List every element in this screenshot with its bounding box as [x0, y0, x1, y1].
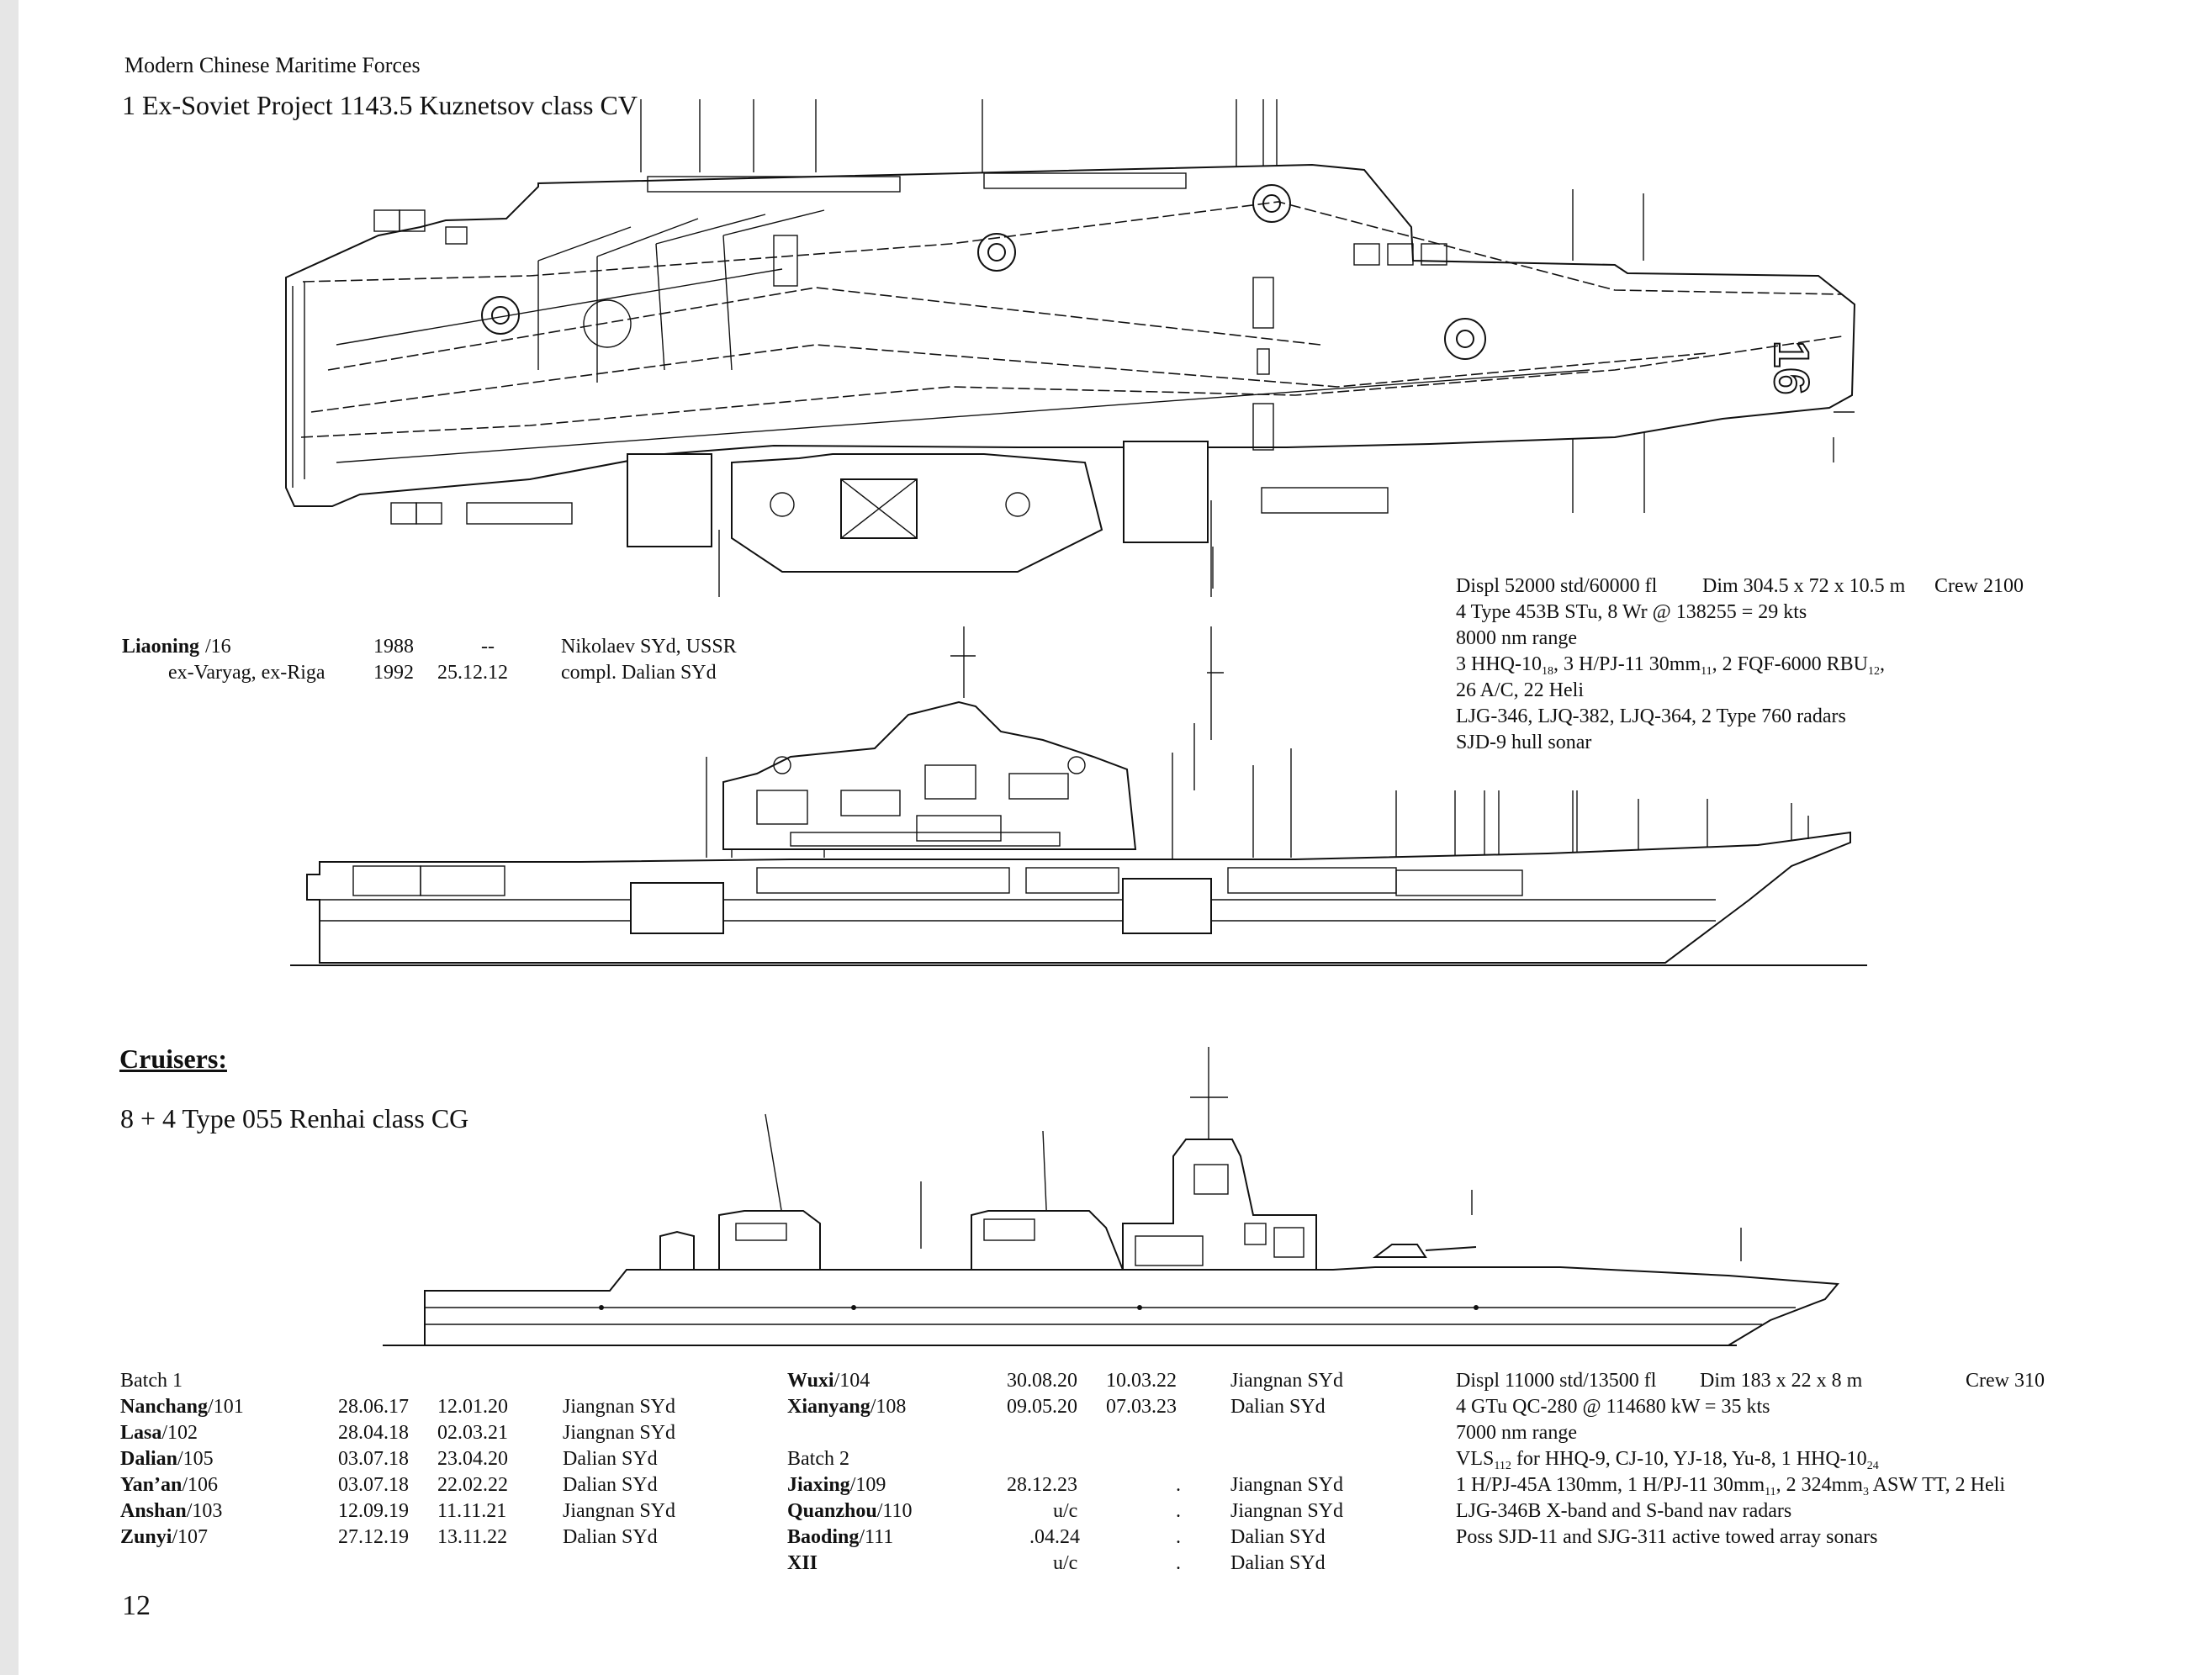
cruiser-row-date1: 03.07.18 — [338, 1448, 409, 1470]
cruiser-row-date1: 09.05.20 — [1007, 1396, 1077, 1418]
cruiser-row-yard: Jiangnan SYd — [1230, 1500, 1343, 1522]
carrier-spec-armament: 3 HHQ-1018, 3 H/PJ-11 30mm11, 2 FQF-6000… — [1456, 653, 1885, 678]
page-number: 12 — [122, 1590, 151, 1621]
carrier-ship-name: Liaoning — [122, 636, 200, 658]
cruiser-class-heading: 8 + 4 Type 055 Renhai class CG — [120, 1103, 469, 1133]
carrier-profile-drawing — [290, 626, 1867, 966]
cruiser-spec-armament: 1 H/PJ-45A 130mm, 1 H/PJ-11 30mm11, 2 32… — [1456, 1474, 2005, 1498]
carrier-ship-yard: Nikolaev SYd, USSR — [561, 636, 737, 658]
carrier-spec-sonar: SJD-9 hull sonar — [1456, 732, 1592, 753]
cruiser-spec-dim: Dim 183 x 22 x 8 m — [1700, 1370, 1863, 1392]
page-gutter — [0, 0, 19, 1675]
carrier-spec-crew: Crew 2100 — [1934, 575, 2024, 597]
carrier-ship-yard: compl. Dalian SYd — [561, 662, 717, 684]
cruiser-row-yard: Dalian SYd — [1230, 1526, 1326, 1548]
carrier-class-heading: 1 Ex-Soviet Project 1143.5 Kuznetsov cla… — [122, 90, 638, 120]
cruiser-row-yard: Jiangnan SYd — [1230, 1474, 1343, 1496]
carrier-plan-drawing: 16 — [285, 99, 1856, 597]
carrier-ship-date2: 25.12.12 — [437, 662, 508, 684]
cruiser-row-yard: Dalian SYd — [563, 1474, 658, 1496]
carrier-spec-displ: Displ 52000 std/60000 fl — [1456, 575, 1658, 597]
cruiser-row-date2: 13.11.22 — [437, 1526, 508, 1548]
cruiser-row-yard: Dalian SYd — [1230, 1552, 1326, 1574]
carrier-ship-name: ex-Varyag, ex-Riga — [168, 662, 325, 684]
batch1-label: Batch 1 — [120, 1370, 183, 1392]
cruiser-row-date2: . — [1176, 1526, 1181, 1548]
cruiser-spec-propulsion: 4 GTu QC-280 @ 114680 kW = 35 kts — [1456, 1396, 1770, 1418]
cruiser-row-yard: Jiangnan SYd — [1230, 1370, 1343, 1392]
cruiser-row-date2: . — [1176, 1552, 1181, 1574]
cruiser-row: Nanchang/101 — [120, 1396, 244, 1418]
cruiser-row-date1: 12.09.19 — [338, 1500, 409, 1522]
cruiser-row: Wuxi/104 — [787, 1370, 871, 1392]
hull-number-marking: 16 — [1764, 341, 1818, 395]
cruiser-row: Yan’an/106 — [120, 1474, 219, 1496]
carrier-spec-range: 8000 nm range — [1456, 627, 1577, 649]
cruiser-row-date1: 28.04.18 — [338, 1422, 409, 1444]
carrier-ship-date1: 1992 — [373, 662, 414, 684]
cruiser-row-yard: Dalian SYd — [563, 1448, 658, 1470]
cruiser-row-date1: .04.24 — [1029, 1526, 1080, 1548]
section-title-cruisers: Cruisers: — [119, 1044, 227, 1074]
cruiser-profile-drawing — [383, 1047, 1840, 1346]
cruiser-row: Zunyi/107 — [120, 1526, 209, 1548]
cruiser-row-date2: 22.02.22 — [437, 1474, 508, 1496]
cruiser-row-yard: Jiangnan SYd — [563, 1500, 675, 1522]
cruiser-row: Anshan/103 — [120, 1500, 223, 1522]
cruiser-row-date2: 02.03.21 — [437, 1422, 508, 1444]
running-header: Modern Chinese Maritime Forces — [124, 53, 421, 77]
cruiser-row: Quanzhou/110 — [787, 1500, 913, 1522]
cruiser-row-date1: 27.12.19 — [338, 1526, 409, 1548]
carrier-spec-radars: LJG-346, LJQ-382, LJQ-364, 2 Type 760 ra… — [1456, 705, 1846, 727]
carrier-spec-aircraft: 26 A/C, 22 Heli — [1456, 679, 1585, 701]
cruiser-row: Xianyang/108 — [787, 1396, 907, 1418]
carrier-ship-pennant: /16 — [205, 636, 231, 658]
cruiser-row: Lasa/102 — [120, 1422, 198, 1444]
cruiser-row: Jiaxing/109 — [787, 1474, 886, 1496]
carrier-spec-dim: Dim 304.5 x 72 x 10.5 m — [1702, 575, 1906, 597]
cruiser-spec-vls: VLS112 for HHQ-9, CJ-10, YJ-18, Yu-8, 1 … — [1456, 1448, 1879, 1472]
cruiser-spec-displ: Displ 11000 std/13500 fl — [1456, 1370, 1657, 1392]
cruiser-row-date1: u/c — [1053, 1552, 1078, 1574]
cruiser-row-yard: Jiangnan SYd — [563, 1422, 675, 1444]
cruiser-row-date2: 10.03.22 — [1106, 1370, 1177, 1392]
carrier-ship-date2: -- — [481, 636, 495, 658]
cruiser-spec-radars: LJG-346B X-band and S-band nav radars — [1456, 1500, 1792, 1522]
cruiser-row-date1: 28.12.23 — [1007, 1474, 1077, 1496]
cruiser-row-date1: u/c — [1053, 1500, 1078, 1522]
cruiser-row-date1: 30.08.20 — [1007, 1370, 1077, 1392]
cruiser-spec-crew: Crew 310 — [1966, 1370, 2045, 1392]
cruiser-row-yard: Dalian SYd — [563, 1526, 658, 1548]
carrier-spec-propulsion: 4 Type 453B STu, 8 Wr @ 138255 = 29 kts — [1456, 601, 1807, 623]
cruiser-row-date2: 12.01.20 — [437, 1396, 508, 1418]
cruiser-spec-sonar: Poss SJD-11 and SJG-311 active towed arr… — [1456, 1526, 1878, 1548]
cruiser-row-date2: 07.03.23 — [1106, 1396, 1177, 1418]
batch2-label: Batch 2 — [787, 1448, 849, 1470]
cruiser-row-date2: 11.11.21 — [437, 1500, 507, 1522]
cruiser-row-date2: 23.04.20 — [437, 1448, 508, 1470]
cruiser-row-yard: Jiangnan SYd — [563, 1396, 675, 1418]
cruiser-row: Dalian/105 — [120, 1448, 214, 1470]
cruiser-spec-range: 7000 nm range — [1456, 1422, 1577, 1444]
cruiser-row: Baoding/111 — [787, 1526, 894, 1548]
cruiser-row: XII — [787, 1552, 818, 1574]
carrier-ship-date1: 1988 — [373, 636, 414, 658]
cruiser-row-date1: 28.06.17 — [338, 1396, 409, 1418]
cruiser-row-date2: . — [1176, 1474, 1181, 1496]
cruiser-row-date2: . — [1176, 1500, 1181, 1522]
cruiser-row-date1: 03.07.18 — [338, 1474, 409, 1496]
cruiser-row-yard: Dalian SYd — [1230, 1396, 1326, 1418]
